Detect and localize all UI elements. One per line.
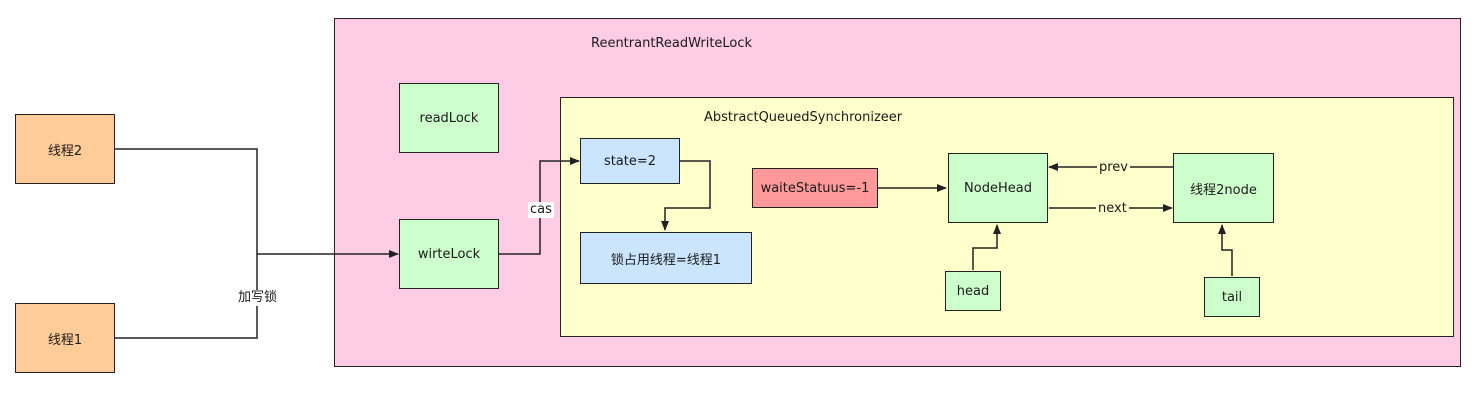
cas-label: cas xyxy=(528,202,554,218)
prev-label: prev xyxy=(1097,160,1131,176)
thread1-to-writelock-edge xyxy=(115,254,258,339)
head-pointer-box[interactable]: head xyxy=(945,271,1001,311)
next-label: next xyxy=(1096,201,1129,217)
write-lock-box[interactable]: wirteLock xyxy=(399,219,499,289)
node-head-box[interactable]: NodeHead xyxy=(948,153,1048,223)
acquire-write-lock-label: 加写锁 xyxy=(236,290,280,306)
state-to-owner-edge xyxy=(661,160,711,231)
thread2-box[interactable]: 线程2 xyxy=(15,114,115,184)
wait-status-box[interactable]: waiteStatuus=-1 xyxy=(752,168,878,208)
read-lock-box[interactable]: readLock xyxy=(399,83,499,153)
head-to-nodehead-edge xyxy=(972,224,1001,270)
state-box[interactable]: state=2 xyxy=(580,138,680,184)
tail-pointer-box[interactable]: tail xyxy=(1204,277,1260,317)
thread1-box[interactable]: 线程1 xyxy=(15,303,115,373)
thread2-to-writelock-edge xyxy=(115,148,258,254)
reentrant-read-write-lock-title: ReentrantReadWriteLock xyxy=(591,36,753,51)
tail-to-thread2node-edge xyxy=(1218,224,1233,276)
lock-owner-box[interactable]: 锁占用线程=线程1 xyxy=(580,232,752,284)
thread2-node-box[interactable]: 线程2node xyxy=(1173,153,1274,223)
aqs-title: AbstractQueuedSynchronizeer xyxy=(704,110,903,125)
